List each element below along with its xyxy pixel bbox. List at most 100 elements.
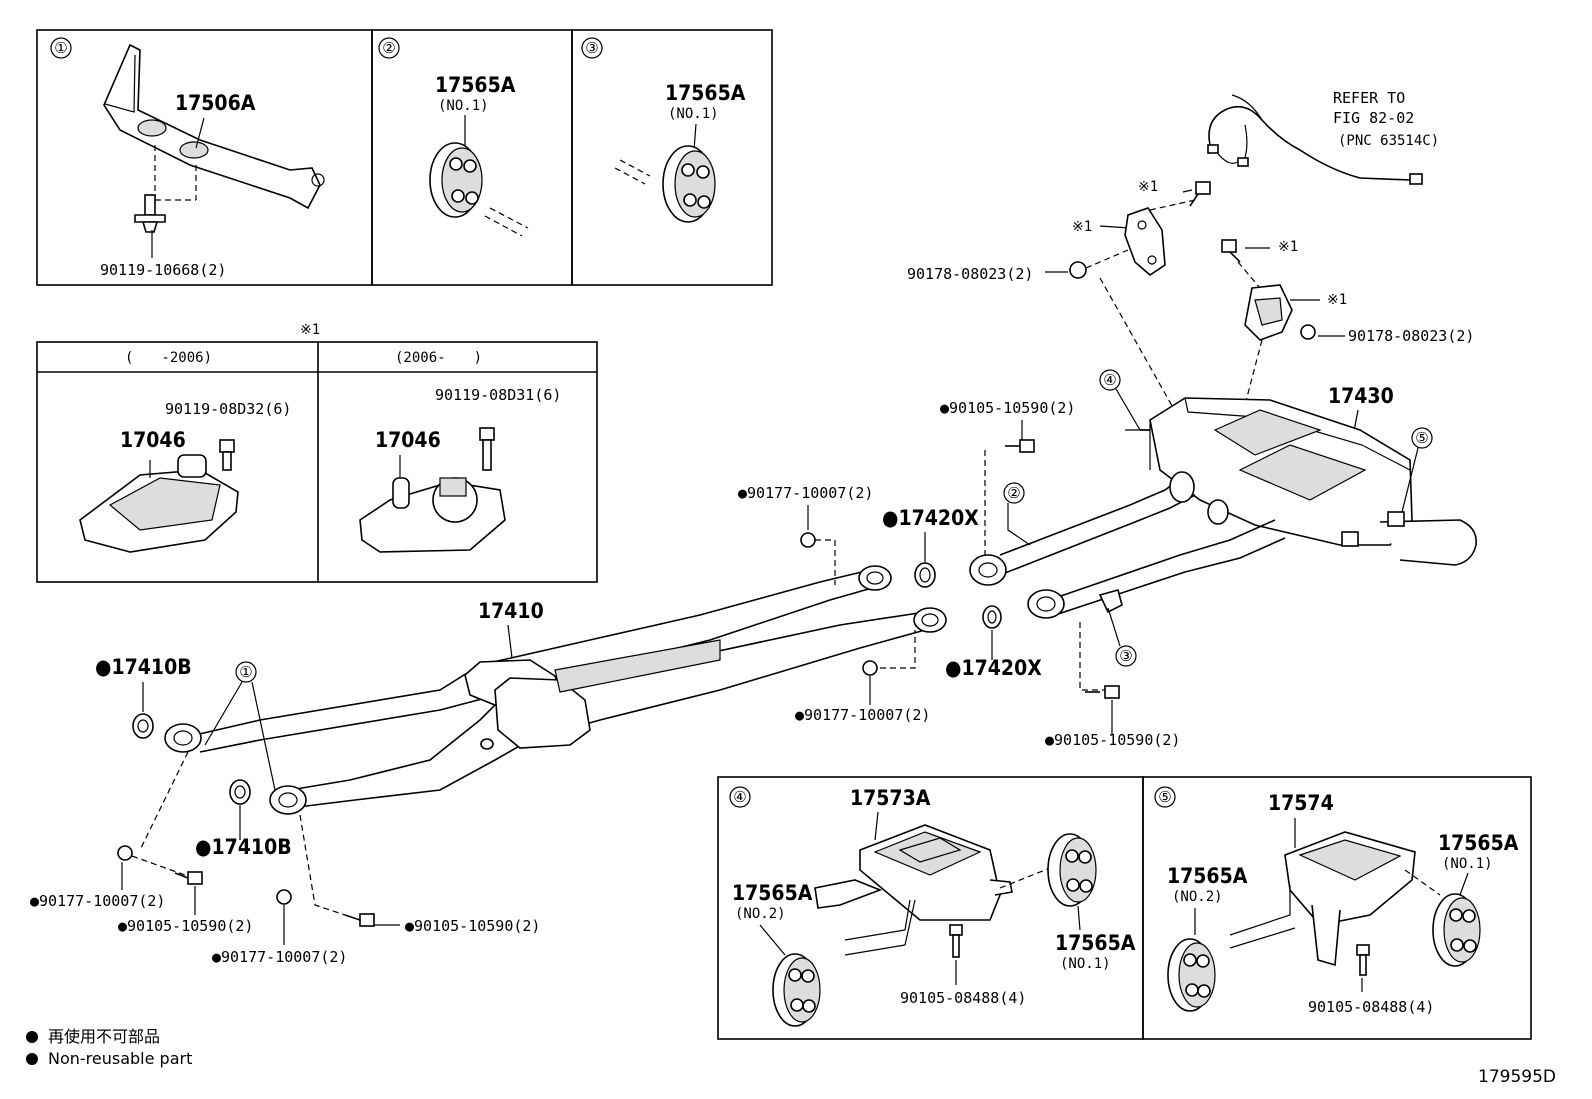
rubber-17565A-no1-sub-4: (NO.1) [1060,956,1111,972]
rubber-17565A-no2-label-4: 17565A [732,881,813,905]
bolt-top [1189,181,1211,207]
center-joint: ●90105-10590(2) ② ③ ●90105-10590(2) ●174… [738,399,1180,749]
bolt-90105-08488-5 [1356,944,1370,976]
bolt-90105-08488-label-4: 90105-08488(4) [900,989,1026,1007]
nut-90178-left [1069,261,1087,279]
rear-flange-2 [913,607,947,633]
variant-table: ※1 ( -2006) (2006- ) 90119-08D32(6) 1704… [36,322,598,583]
callout-3-main: ③ [1119,647,1132,665]
front-pipe-17410-label: 17410 [478,599,544,623]
bolt-90119-10668 [134,194,166,233]
callout-5-main: ⑤ [1415,429,1428,447]
inset-box-3: ③ 17565A (NO.1) [571,29,773,286]
legend-en: Non-reusable part [26,1049,192,1068]
nut-fl2 [276,889,292,905]
muffler-flange-upper [969,554,1007,586]
bolt-upper [1005,439,1035,453]
part-17565A-label-3: 17565A [665,81,746,105]
bracket-17573A-label: 17573A [850,786,931,810]
gasket-17410B-label-1: ●17410B [95,655,192,679]
x1-bracket-label: ※1 [1072,219,1092,235]
callout-2-main: ② [1007,484,1020,502]
hanger-bracket [103,43,321,210]
rubber-17565A-no1-label-4: 17565A [1055,931,1136,955]
bolt-90119-08D31 [479,427,495,471]
part-17565A-sub-2: (NO.1) [438,98,489,114]
bolt-right [1221,239,1241,263]
x1-actuator-label: ※1 [1327,292,1347,308]
gasket-17410B-label-2: ●17410B [195,835,292,859]
refer-line-2: FIG 82-02 [1333,109,1414,127]
gasket-17420X-lower [982,605,1002,629]
callout-1-main: ① [239,663,252,681]
nut-fl [117,845,133,861]
valve-actuator-assembly: ※1 ※1 90178-08023(2) ※1 ※1 90178-08023(2… [907,179,1474,501]
nut-90178-08023-right-label: 90178-08023(2) [1348,327,1474,345]
bolt-90105-08488-label-5: 90105-08488(4) [1308,998,1434,1016]
actuator-17046-label-2: 17046 [375,428,441,452]
nut-mid-label: ●90177-10007(2) [795,706,930,724]
inset-5-number: ⑤ [1158,788,1171,806]
nut-fl2-label: ●90177-10007(2) [212,948,347,966]
nut-90178-08023-left-label: 90178-08023(2) [907,265,1033,283]
rubber-17565A-no2-label-5: 17565A [1167,864,1248,888]
inset-box-1: ① 17506A 90119-10668(2) [36,29,373,286]
figure-id: 179595D [1478,1067,1556,1087]
bolt-lower [1085,685,1120,699]
muffler-17430-label: 17430 [1328,384,1394,408]
rubber-17565A-no2-sub-5: (NO.2) [1172,889,1223,905]
actuator-bracket [1124,207,1166,277]
bolt-90105-08488-4 [949,924,963,958]
x1-bolt-right-label: ※1 [1278,239,1298,255]
bolt-fl1-label: ●90105-10590(2) [118,917,253,935]
rubber-17565A-no1-label-5: 17565A [1438,831,1519,855]
nut-mid [862,660,878,676]
inset-box-4: ④ 17573A 90105-08488(4) 17565A (NO.2) 17… [717,776,1144,1040]
main-muffler: 17430 ④ ⑤ [999,369,1477,616]
rear-flange-1 [858,565,892,591]
actuator-17046-label-1: 17046 [120,428,186,452]
front-flange-2 [269,785,307,815]
x1-bolt-top-label: ※1 [1138,179,1158,195]
bolt-90119-08D32 [219,439,235,471]
inset-box-2: ② 17565A (NO.1) [371,29,573,286]
nut-fl-label: ●90177-10007(2) [30,892,165,910]
muffler-flange-lower [1027,589,1065,619]
gasket-17410B-1 [132,713,154,739]
valve-actuator-new [359,455,506,553]
variant-table-title: ※1 [300,322,320,338]
legend-jp-text: 再使用不可部品 [48,1027,161,1046]
front-exhaust-pipe: 17410 ① ●17410B ●17410B [30,565,947,966]
nut-upper [800,532,816,548]
bracket-rubber-1 [137,119,167,137]
inset-box-5: ⑤ 17574 90105-08488(4) 17565A (NO.2) 175… [1142,776,1532,1040]
inset-4-number: ④ [733,788,746,806]
gasket-17410B-2 [229,779,251,805]
part-17565A-sub-3: (NO.1) [668,106,719,122]
variant-col2-header: (2006- ) [395,350,482,366]
bracket-17574-label: 17574 [1268,791,1334,815]
part-17565A-label-2: 17565A [435,73,516,97]
gasket-upper-label: ●17420X [882,506,979,530]
part-17506A-label: 17506A [175,91,256,115]
refer-line-1: REFER TO [1333,89,1405,107]
rubber-17565A-no2-sub-4: (NO.2) [735,906,786,922]
nut-90178-right [1300,324,1316,340]
bracket-rubber-2 [179,141,209,159]
legend-jp: 再使用不可部品 [26,1023,160,1047]
inset-3-number: ③ [585,39,598,57]
variant-col1-header: ( -2006) [125,350,212,366]
catalytic-converter-2 [494,677,591,749]
bolt-90119-10668-label: 90119-10668(2) [100,261,226,279]
bolt-fl2-label: ●90105-10590(2) [405,917,540,935]
inset-2-number: ② [382,39,395,57]
inset-1-number: ① [54,39,67,57]
front-flange-1 [164,723,202,753]
bolt-90119-08D32-label: 90119-08D32(6) [165,400,291,418]
valve-actuator-old [79,454,239,553]
wire-harness: REFER TO FIG 82-02 (PNC 63514C) [1207,89,1439,185]
bolt-fl2 [344,913,375,927]
bolt-fl1 [174,871,203,885]
legend-dot-icon [26,1053,38,1065]
